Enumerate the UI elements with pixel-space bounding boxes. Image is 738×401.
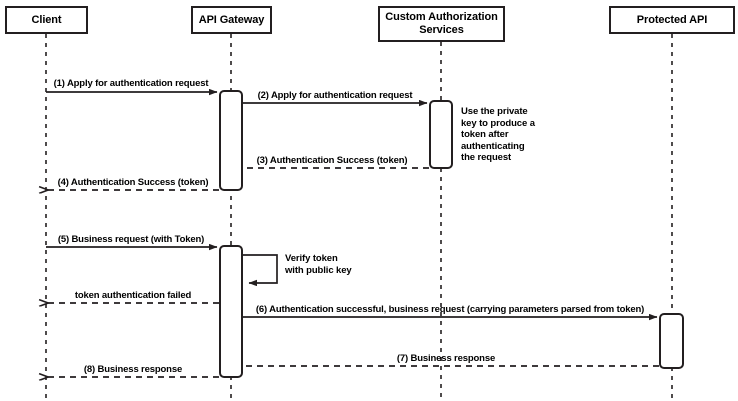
message-label-4: (4) Authentication Success (token) xyxy=(57,177,209,188)
lifeline-header-protected-api-label: Protected API xyxy=(636,13,708,26)
note-verify-token: Verify token with public key xyxy=(285,253,352,276)
message-label-7: (7) Business response xyxy=(396,353,496,364)
lifeline-header-custom-authorization-services-label: Custom Authorization Services xyxy=(385,11,498,36)
message-label-1: (1) Apply for authentication request xyxy=(53,78,209,89)
lifeline-header-protected-api[interactable]: Protected API xyxy=(609,6,735,34)
lifeline-header-api-gateway-label: API Gateway xyxy=(198,13,265,26)
message-label-3: (3) Authentication Success (token) xyxy=(256,155,408,166)
message-label-8: (8) Business response xyxy=(83,364,183,375)
activation-custom-authorization-services xyxy=(429,100,453,169)
message-label-6: (6) Authentication successful, business … xyxy=(255,304,645,315)
lifeline-header-client[interactable]: Client xyxy=(5,6,88,34)
lifeline-dashes xyxy=(45,34,673,398)
activation-api-gateway-business xyxy=(219,245,243,378)
message-label-token-failed: token authentication failed xyxy=(74,290,192,301)
lifeline-header-custom-authorization-services[interactable]: Custom Authorization Services xyxy=(378,6,505,42)
message-label-5: (5) Business request (with Token) xyxy=(57,234,205,245)
message-label-2: (2) Apply for authentication request xyxy=(257,90,413,101)
lifeline-header-api-gateway[interactable]: API Gateway xyxy=(191,6,272,34)
activation-api-gateway-auth xyxy=(219,90,243,191)
message-arrow-self-verify xyxy=(243,254,278,287)
lifeline-header-client-label: Client xyxy=(31,13,62,26)
note-private-key: Use the private key to produce a token a… xyxy=(461,106,535,163)
activation-protected-api xyxy=(659,313,684,369)
